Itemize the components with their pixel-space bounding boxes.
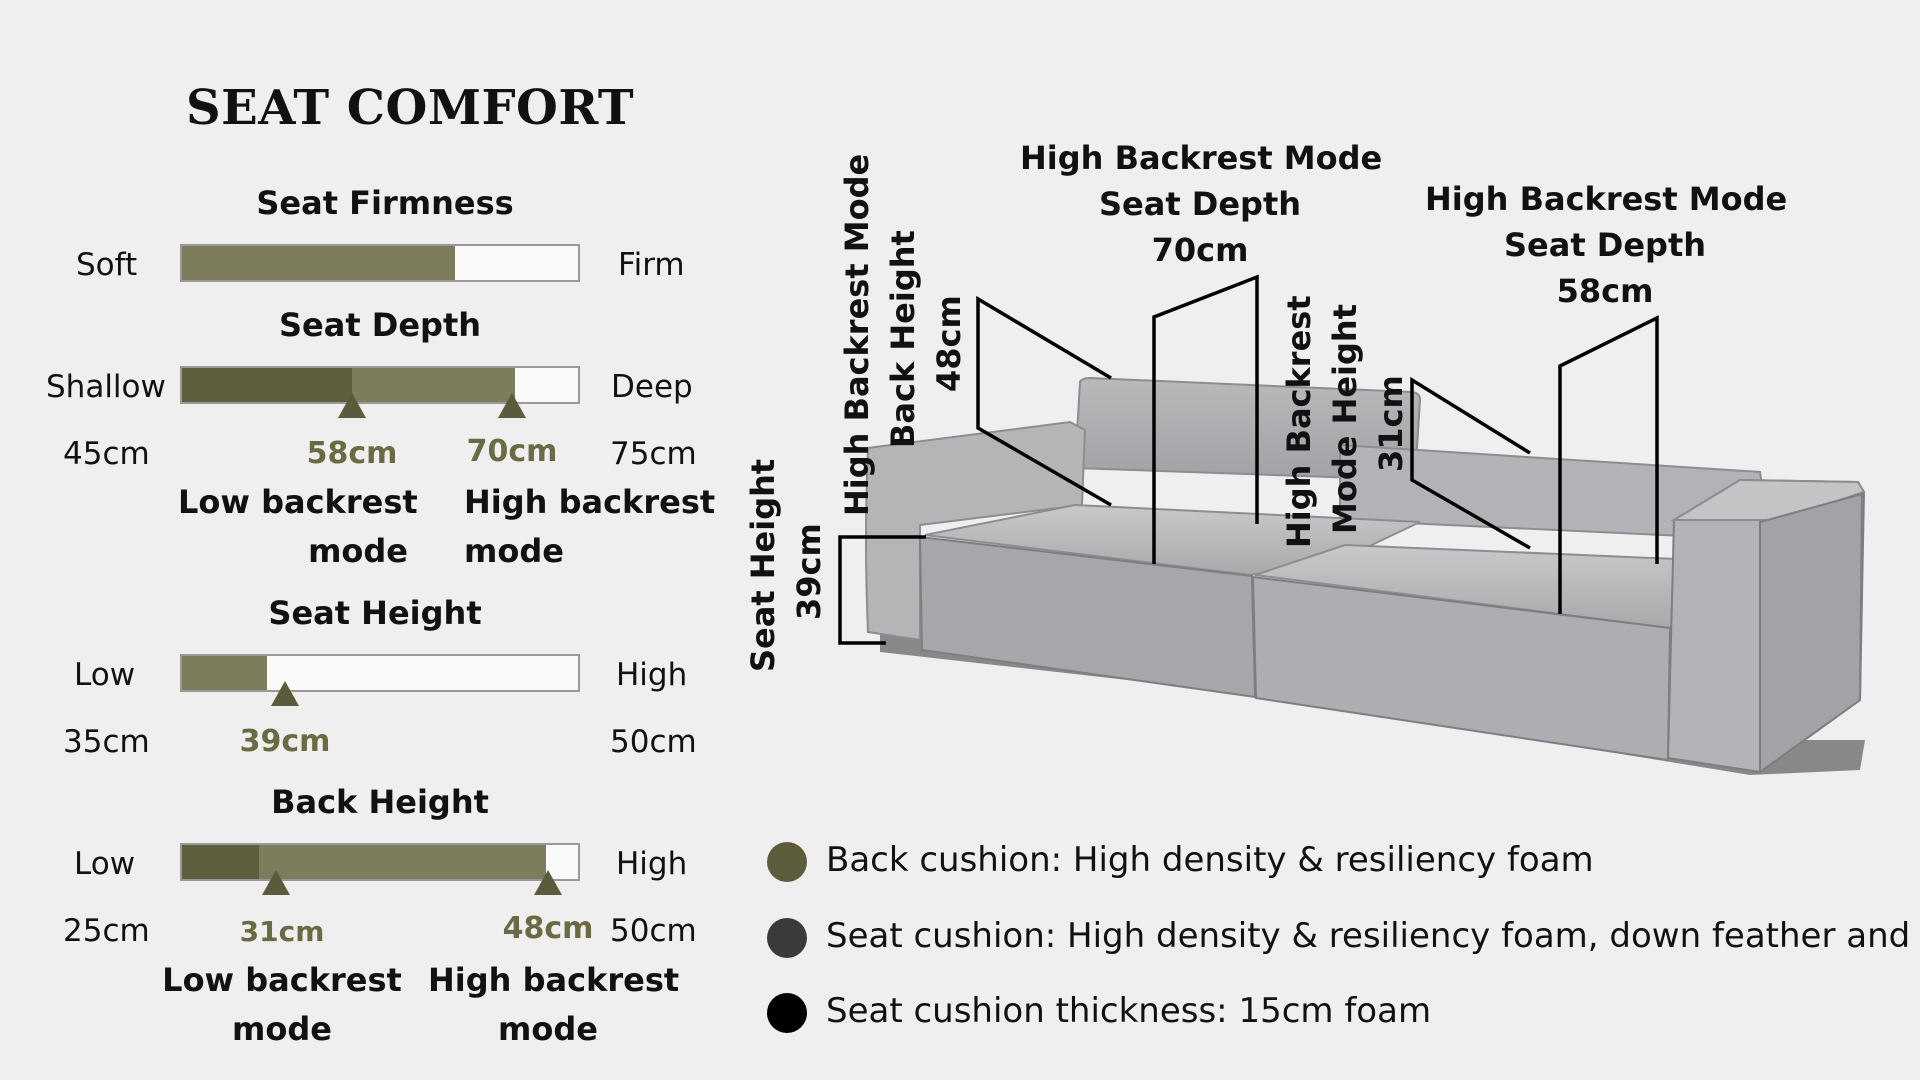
depth-low-value: 58cm [306, 436, 398, 471]
depth-fill-low [182, 368, 353, 402]
legend-back-cushion: Back cushion: High density & resiliency … [826, 840, 1594, 880]
depth-high-mode-line1: High backrest [464, 483, 716, 521]
back-low-mode-label: Low backrest mode [162, 956, 402, 1054]
firmness-bar [180, 244, 580, 282]
back-high-marker-icon [534, 870, 562, 895]
back-height-vlabel-3: 48cm [930, 295, 968, 392]
firmness-left-label: Soft [76, 247, 138, 283]
hb-depth-58-label: High Backrest Mode Seat Depth 58cm [1425, 176, 1788, 314]
depth-high-mode-label: High backrest mode [464, 478, 715, 576]
mode-height-vlabel-3: 31cm [1372, 375, 1410, 472]
firmness-right-label: Firm [618, 247, 685, 283]
legend-seat-cushion: Seat cushion: High density & resiliency … [826, 916, 1920, 956]
depth-high-mode-line2: mode [464, 532, 564, 570]
depth-low-marker-icon [338, 393, 366, 418]
legend-dot-seat [767, 918, 807, 958]
height-right-label: High [616, 657, 688, 693]
back-low-mode-line1: Low backrest [162, 961, 402, 999]
seat-height-vlabel-1: Seat Height [744, 458, 782, 672]
seat-height-vlabel-2: 39cm [790, 523, 828, 620]
height-marker-icon [271, 681, 299, 706]
depth-right-label: Deep [611, 369, 693, 405]
depth-low-mode-line1: Low backrest [178, 483, 418, 521]
seat-height-title: Seat Height [268, 594, 482, 632]
depth-low-mode-line2: mode [308, 532, 408, 570]
back-low-mode-line2: mode [232, 1010, 332, 1048]
depth-bar [180, 366, 580, 404]
hb-depth-70-line3: 70cm [1151, 231, 1249, 269]
mode-height-vlabel-2: Mode Height [1326, 303, 1364, 534]
legend-dot-back [767, 842, 807, 882]
back-max: 50cm [610, 913, 697, 949]
firmness-fill [182, 246, 456, 280]
seat-depth-title: Seat Depth [278, 306, 482, 344]
back-min: 25cm [63, 913, 150, 949]
back-height-vlabel-2: Back Height [884, 230, 922, 448]
height-fill [182, 656, 268, 690]
back-right-label: High [616, 846, 688, 882]
hb-depth-70-line2: Seat Depth [1098, 185, 1302, 223]
hb-depth-58-line2: Seat Depth [1503, 226, 1707, 264]
back-high-mode-line1: High backrest [428, 961, 680, 999]
height-value: 39cm [239, 724, 331, 759]
height-max: 50cm [610, 724, 697, 760]
depth-high-marker-icon [498, 393, 526, 418]
hb-depth-58-line1: High Backrest Mode [1425, 180, 1788, 218]
height-min: 35cm [63, 724, 150, 760]
back-low-value: 31cm [239, 915, 325, 948]
back-high-mode-label: High backrest mode [428, 956, 680, 1054]
height-bar [180, 654, 580, 692]
mode-height-vlabel-1: High Backrest [1280, 295, 1318, 548]
back-bar [180, 843, 580, 881]
seat-firmness-title: Seat Firmness [256, 184, 514, 222]
depth-low-mode-label: Low backrest mode [178, 478, 418, 576]
back-high-mode-line2: mode [498, 1010, 598, 1048]
hb-depth-58-line3: 58cm [1556, 272, 1654, 310]
back-left-label: Low [74, 846, 136, 882]
back-height-title: Back Height [271, 783, 489, 821]
page-title: SEAT COMFORT [186, 80, 635, 136]
back-height-vlabel-1: High Backrest Mode [838, 153, 876, 516]
hb-depth-70-label: High Backrest Mode Seat Depth 70cm [1020, 135, 1383, 273]
depth-min: 45cm [63, 436, 150, 472]
legend-thickness: Seat cushion thickness: 15cm foam [826, 991, 1432, 1031]
depth-high-value: 70cm [466, 434, 558, 469]
height-left-label: Low [74, 657, 136, 693]
legend-dot-thickness [767, 993, 807, 1033]
hb-depth-70-line1: High Backrest Mode [1020, 139, 1383, 177]
back-high-value: 48cm [502, 911, 594, 946]
back-fill-low [182, 845, 260, 879]
back-low-marker-icon [262, 870, 290, 895]
depth-left-label: Shallow [46, 369, 166, 405]
depth-max: 75cm [610, 436, 697, 472]
